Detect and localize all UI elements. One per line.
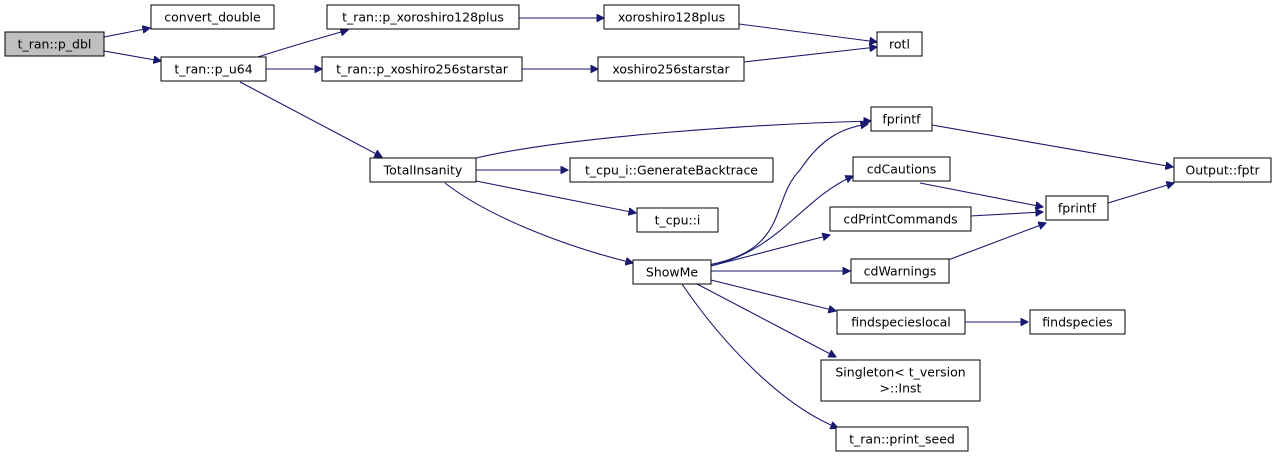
edge-TotalInsanity-ShowMe	[444, 182, 633, 263]
node-p_xoshiro256starstar[interactable]: t_ran::p_xoshiro256starstar	[321, 56, 523, 82]
edge-cdWarnings-fprintf_mid	[947, 223, 1046, 261]
edge-fprintf_top-Output_fptr	[931, 124, 1173, 167]
node-label: rotl	[889, 37, 910, 52]
node-TotalInsanity[interactable]: TotalInsanity	[369, 157, 477, 183]
node-label: convert_double	[164, 10, 261, 25]
node-cdWarnings[interactable]: cdWarnings	[850, 258, 950, 284]
node-label-line1: Singleton< t_version	[835, 365, 965, 380]
node-label: cdWarnings	[864, 264, 937, 279]
node-cdPrintCommands[interactable]: cdPrintCommands	[829, 206, 972, 232]
node-label: findspecies	[1042, 315, 1112, 330]
edge-p_dbl-convert_double	[103, 28, 150, 38]
edge-cdCautions-fprintf_mid	[919, 182, 1043, 207]
node-label-line2: >::Inst	[880, 381, 922, 396]
node-p_u64[interactable]: t_ran::p_u64	[160, 56, 267, 82]
edge-xoroshiro128plus-rotl	[738, 23, 877, 42]
edge-fprintf_mid-Output_fptr	[1107, 183, 1174, 204]
node-p_xoroshiro128plus[interactable]: t_ran::p_xoroshiro128plus	[326, 4, 520, 30]
node-GenerateBacktrace[interactable]: t_cpu_i::GenerateBacktrace	[569, 157, 774, 183]
node-xoroshiro128plus[interactable]: xoroshiro128plus	[603, 4, 740, 30]
node-label: cdPrintCommands	[843, 212, 957, 227]
edge-TotalInsanity-fprintf_top	[475, 121, 871, 159]
node-Output_fptr[interactable]: Output::fptr	[1173, 157, 1272, 183]
node-cdCautions[interactable]: cdCautions	[852, 156, 951, 182]
edge-ShowMe-fprintf_top	[707, 124, 868, 266]
node-xoshiro256starstar[interactable]: xoshiro256starstar	[597, 56, 745, 82]
node-t_cpu_i[interactable]: t_cpu::i	[636, 207, 719, 233]
node-label: TotalInsanity	[383, 163, 463, 178]
node-rotl[interactable]: rotl	[876, 31, 923, 57]
node-label: t_ran::p_xoshiro256starstar	[336, 62, 509, 77]
node-label: xoshiro256starstar	[612, 62, 730, 77]
node-convert_double[interactable]: convert_double	[150, 4, 275, 30]
node-label: ShowMe	[646, 265, 699, 280]
node-label: t_ran::p_xoroshiro128plus	[342, 10, 504, 25]
node-fprintf_top[interactable]: fprintf	[870, 106, 933, 132]
node-findspecieslocal[interactable]: findspecieslocal	[836, 309, 966, 335]
edge-p_u64-p_xoroshiro128plus	[257, 30, 348, 58]
node-label: cdCautions	[867, 162, 937, 177]
edge-xoshiro256starstar-rotl	[743, 47, 877, 63]
node-label: t_ran::p_dbl	[18, 37, 92, 52]
node-label: t_cpu_i::GenerateBacktrace	[585, 163, 758, 178]
node-label: fprintf	[1058, 201, 1097, 216]
node-label: t_ran::p_u64	[174, 62, 252, 77]
node-ShowMe[interactable]: ShowMe	[632, 259, 712, 285]
node-label: t_ran::print_seed	[849, 432, 955, 447]
node-p_dbl[interactable]: t_ran::p_dbl	[4, 31, 105, 57]
edge-p_dbl-p_u64	[103, 50, 161, 61]
edge-TotalInsanity-t_cpu_i	[475, 180, 636, 213]
node-print_seed[interactable]: t_ran::print_seed	[835, 426, 969, 452]
node-Singleton_Inst[interactable]: Singleton< t_version >::Inst	[820, 359, 981, 402]
edge-ShowMe-findspecieslocal	[710, 279, 836, 311]
node-fprintf_mid[interactable]: fprintf	[1045, 195, 1109, 221]
node-findspecies[interactable]: findspecies	[1029, 309, 1126, 335]
edge-ShowMe-cdCautions	[709, 176, 853, 267]
edge-cdPrintCommands-fprintf_mid	[969, 212, 1043, 217]
edge-ShowMe-cdPrintCommands	[710, 235, 830, 267]
node-label: fprintf	[882, 112, 921, 127]
node-label: findspecieslocal	[851, 315, 951, 330]
node-label: xoroshiro128plus	[618, 10, 725, 25]
node-label: Output::fptr	[1185, 163, 1260, 178]
call-nodes: t_ran::p_dbl convert_double t_ran::p_u64…	[4, 4, 1272, 452]
edge-p_u64-TotalInsanity	[239, 81, 382, 157]
call-edges	[103, 18, 1174, 428]
edge-ShowMe-Singleton_Inst	[696, 283, 836, 357]
node-label: t_cpu::i	[655, 213, 701, 228]
edge-ShowMe-print_seed	[681, 283, 838, 428]
